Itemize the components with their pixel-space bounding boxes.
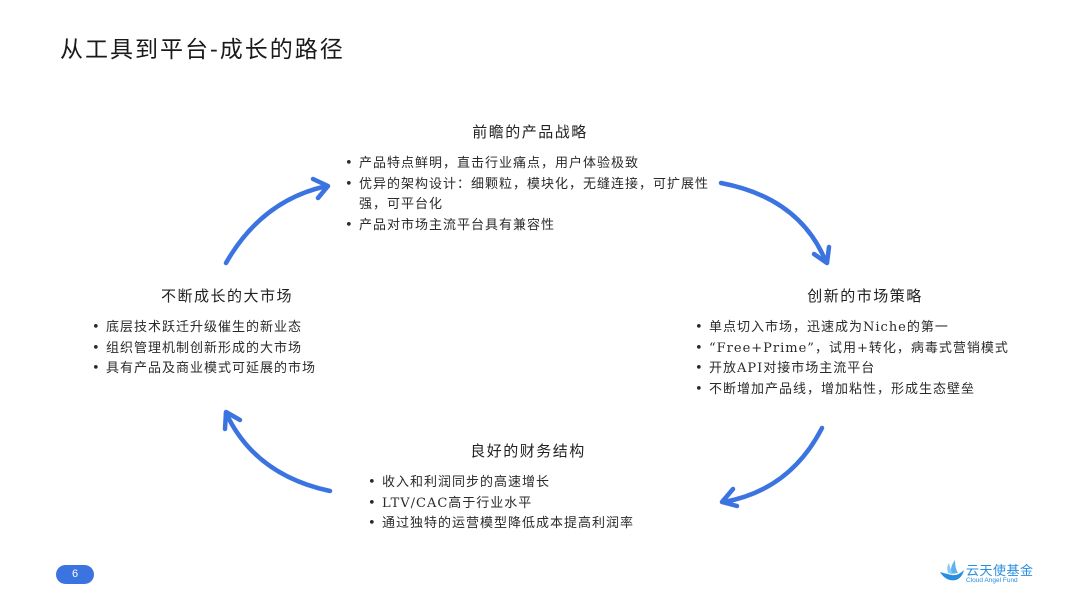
logo-text-cn: 云天使基金 bbox=[966, 564, 1034, 579]
list-item: 开放API对接市场主流平台 bbox=[695, 359, 1035, 380]
curved-arrow-icon bbox=[223, 410, 333, 494]
list-item: 优异的架构设计：细颗粒，模块化，无缝连接，可扩展性强，可平台化 bbox=[345, 175, 715, 216]
block-growing-market: 不断成长的大市场 底层技术跃迁升级催生的新业态 组织管理机制创新形成的大市场 具… bbox=[92, 285, 362, 380]
block-heading: 不断成长的大市场 bbox=[160, 287, 293, 305]
list-item: 组织管理机制创新形成的大市场 bbox=[92, 339, 362, 360]
arrow-left-to-top bbox=[223, 176, 331, 266]
page-number-badge: 6 bbox=[56, 565, 94, 584]
list-item: “Free+Prime”，试用+转化，病毒式营销模式 bbox=[695, 339, 1035, 360]
arrow-right-to-bottom bbox=[719, 425, 825, 509]
list-item: 单点切入市场，迅速成为Niche的第一 bbox=[695, 318, 1035, 339]
block-heading: 前瞻的产品战略 bbox=[472, 123, 588, 141]
block-financial-structure: 良好的财务结构 收入和利润同步的高速增长 LTV/CAC高于行业水平 通过独特的… bbox=[368, 440, 688, 535]
bird-logo-icon bbox=[940, 560, 964, 581]
list-item: 产品特点鲜明，直击行业痛点，用户体验极致 bbox=[345, 154, 715, 175]
block-product-strategy: 前瞻的产品战略 产品特点鲜明，直击行业痛点，用户体验极致 优异的架构设计：细颗粒… bbox=[345, 121, 715, 236]
arrow-bottom-to-left bbox=[222, 409, 333, 494]
block-heading: 良好的财务结构 bbox=[470, 442, 586, 460]
list-item: 通过独特的运营模型降低成本提高利润率 bbox=[368, 514, 688, 535]
arrow-top-to-right bbox=[718, 180, 832, 266]
curved-arrow-icon bbox=[223, 183, 330, 266]
brand-logo: 云天使基金 Cloud Angel Fund bbox=[938, 558, 1038, 588]
curved-arrow-icon bbox=[721, 425, 825, 505]
block-heading: 创新的市场策略 bbox=[807, 287, 923, 305]
slide-title: 从工具到平台-成长的路径 bbox=[60, 37, 345, 63]
list-item: LTV/CAC高于行业水平 bbox=[368, 494, 688, 515]
list-item: 不断增加产品线，增加粘性，形成生态壁垒 bbox=[695, 380, 1035, 401]
list-item: 产品对市场主流平台具有兼容性 bbox=[345, 216, 715, 237]
curved-arrow-icon bbox=[718, 180, 829, 265]
list-item: 具有产品及商业模式可延展的市场 bbox=[92, 359, 362, 380]
list-item: 收入和利润同步的高速增长 bbox=[368, 473, 688, 494]
list-item: 底层技术跃迁升级催生的新业态 bbox=[92, 318, 362, 339]
block-market-strategy: 创新的市场策略 单点切入市场，迅速成为Niche的第一 “Free+Prime”… bbox=[695, 285, 1035, 400]
logo-text-en: Cloud Angel Fund bbox=[966, 577, 1018, 584]
